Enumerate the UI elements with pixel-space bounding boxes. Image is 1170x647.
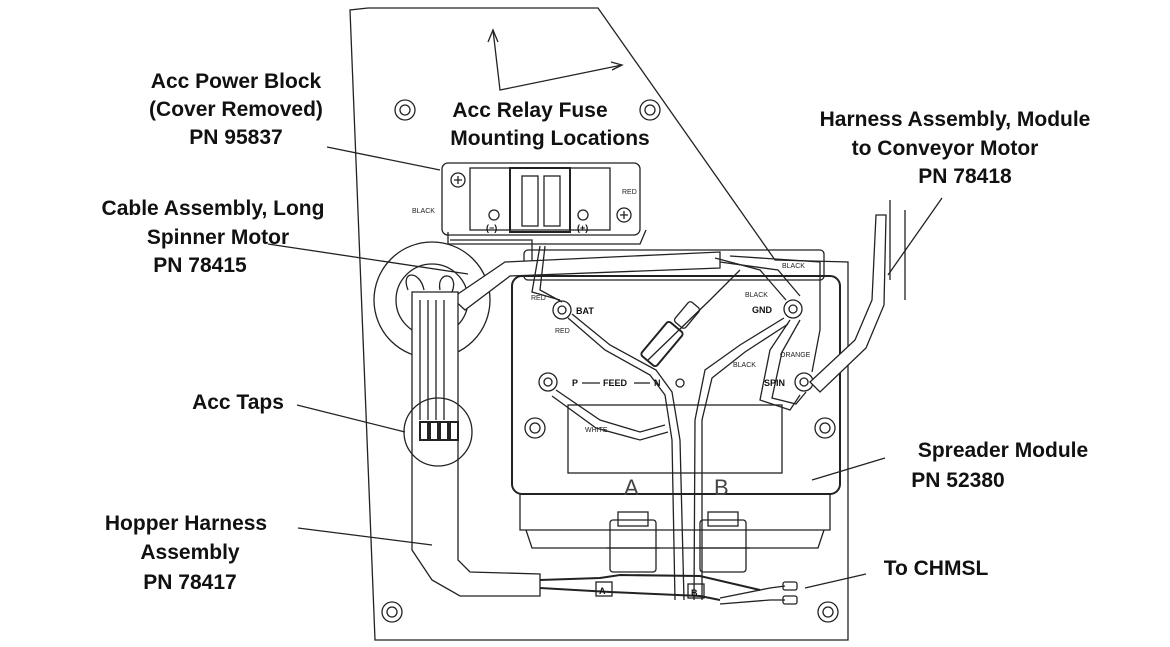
feed-terminal: P FEED N xyxy=(538,372,685,392)
callout-acc-relay-fuse-line2: Mounting Locations xyxy=(450,127,649,150)
connector-tag-b: B xyxy=(687,583,705,599)
callout-spreader-module-line2: PN 52380 xyxy=(911,469,1004,492)
connector-b-small: B xyxy=(691,588,698,598)
callout-spreader-module-line1: Spreader Module xyxy=(918,439,1088,462)
connector-b-large: B xyxy=(714,475,729,500)
chmsl-leads xyxy=(719,581,798,605)
callout-hopper-harness-line2: Assembly xyxy=(140,541,240,564)
callout-cable-spinner-line2: Spinner Motor xyxy=(147,226,289,249)
plate-arrowhead-right xyxy=(610,61,624,71)
wire-label-orange: ORANGE xyxy=(780,352,811,359)
acc-power-block: (−) (+) xyxy=(441,162,641,236)
plate-arrow xyxy=(492,29,623,91)
feed-n-label: N xyxy=(654,378,661,388)
callout-hopper-harness-line1: Hopper Harness xyxy=(105,512,267,535)
wire-label-red-block: RED xyxy=(622,189,637,196)
callout-hopper-harness-line3: PN 78417 xyxy=(143,571,236,594)
callout-harness-conveyor-line1: Harness Assembly, Module xyxy=(820,108,1091,131)
wire-label-black-top: BLACK xyxy=(782,263,805,270)
connector-tag-a: A xyxy=(595,581,613,597)
callout-harness-conveyor-line3: PN 78418 xyxy=(918,165,1012,188)
connector-block-a xyxy=(606,511,660,573)
bottom-harness xyxy=(539,587,721,601)
callout-acc-power-block-line2: (Cover Removed) xyxy=(149,98,323,121)
plate-arrowhead-up xyxy=(487,28,499,43)
spin-label: SPIN xyxy=(764,378,785,388)
plate-bolt xyxy=(381,601,403,623)
callout-acc-power-block-line1: Acc Power Block xyxy=(151,70,322,93)
feed-p-label: P xyxy=(572,378,578,388)
wire-label-black-gnd: BLACK xyxy=(745,292,768,299)
wiring xyxy=(447,200,906,601)
wire-label-red-bat-bottom: RED xyxy=(555,328,570,335)
bottom-harness xyxy=(539,573,761,591)
connector-a-large: A xyxy=(624,475,639,500)
connector-block-b xyxy=(696,511,750,573)
bat-label: BAT xyxy=(576,306,594,316)
callout-to-chmsl: To CHMSL xyxy=(884,557,989,580)
hopper-harness xyxy=(405,274,541,597)
pos-terminal-label: (+) xyxy=(577,223,588,233)
gnd-label: GND xyxy=(752,305,773,315)
bat-terminal: BAT xyxy=(552,300,594,320)
plate-bolt xyxy=(394,99,416,121)
leader-lines xyxy=(267,146,943,589)
callout-cable-spinner-line1: Cable Assembly, Long xyxy=(102,197,325,220)
gnd-terminal: GND xyxy=(752,299,803,319)
wire-label-black-block: BLACK xyxy=(412,208,435,215)
callout-acc-taps: Acc Taps xyxy=(192,391,284,414)
wire-label-white: WHITE xyxy=(585,427,608,434)
mounting-plate xyxy=(349,7,849,641)
connector-a-small: A xyxy=(599,586,606,596)
neg-terminal-label: (−) xyxy=(486,223,497,233)
callout-acc-relay-fuse-line1: Acc Relay Fuse xyxy=(452,99,607,122)
spreader-module: A B xyxy=(511,249,841,549)
wire-label-black-spin: BLACK xyxy=(733,362,756,369)
wire-label-red-bat-top: RED xyxy=(531,295,546,302)
callout-harness-conveyor-line2: to Conveyor Motor xyxy=(852,137,1039,160)
plate-bolt xyxy=(639,99,661,121)
feed-label: FEED xyxy=(603,378,628,388)
spin-terminal: SPIN xyxy=(764,372,814,392)
plate-bolt xyxy=(817,601,839,623)
callout-acc-power-block-line3: PN 95837 xyxy=(189,126,282,149)
callout-cable-spinner-line3: PN 78415 xyxy=(153,254,247,277)
